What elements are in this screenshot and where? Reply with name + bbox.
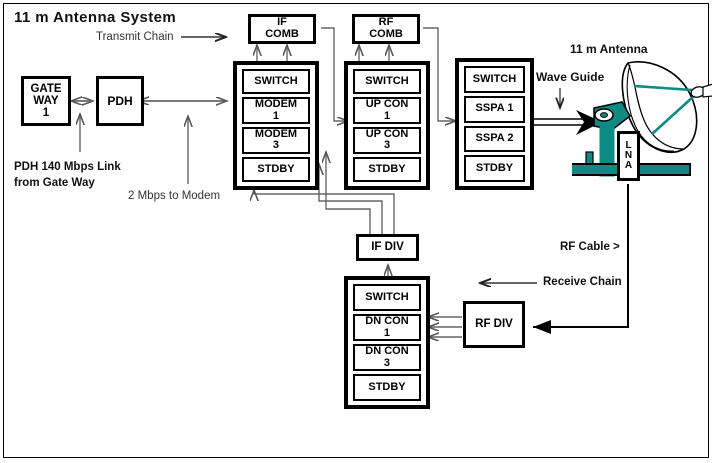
- rack-slot[interactable]: DN CON 1: [353, 314, 421, 341]
- rack-slot[interactable]: STDBY: [464, 155, 525, 182]
- transmit-chain-label: Transmit Chain: [96, 31, 174, 43]
- downconverter-rack[interactable]: SWITCH DN CON 1 DN CON 3 STDBY: [344, 276, 430, 409]
- dish-reflector: [621, 61, 698, 154]
- sspa-rack[interactable]: SWITCH SSPA 1 SSPA 2 STDBY: [455, 58, 534, 190]
- rack-slot[interactable]: SWITCH: [353, 284, 421, 311]
- lna-letter: L: [625, 139, 632, 151]
- rack-slot[interactable]: STDBY: [353, 374, 421, 401]
- rack-slot[interactable]: DN CON 3: [353, 344, 421, 371]
- receive-chain-label: Receive Chain: [543, 276, 622, 288]
- pdh-box[interactable]: PDH: [96, 76, 144, 126]
- gateway-box[interactable]: GATE WAY 1: [21, 76, 71, 126]
- rf-div-box[interactable]: RF DIV: [463, 301, 525, 348]
- upconverter-rack[interactable]: SWITCH UP CON 1 UP CON 3 STDBY: [344, 61, 430, 190]
- lna-letter: N: [624, 149, 633, 161]
- antenna-label: 11 m Antenna: [570, 42, 648, 56]
- lna-letter: A: [624, 160, 633, 172]
- rack-slot[interactable]: STDBY: [353, 156, 421, 182]
- rack-slot[interactable]: MODEM 3: [242, 127, 310, 154]
- antenna-hub: [593, 101, 631, 131]
- mbps-to-modem-label: 2 Mbps to Modem: [128, 190, 221, 202]
- rack-slot[interactable]: STDBY: [242, 156, 310, 182]
- lna-box[interactable]: L N A: [617, 131, 640, 181]
- page-title: 11 m Antenna System: [14, 9, 177, 26]
- rack-slot[interactable]: MODEM 1: [242, 97, 310, 124]
- rack-slot[interactable]: UP CON 3: [353, 127, 421, 154]
- antenna-graphic: [572, 61, 712, 186]
- rf-comb-box[interactable]: RF COMB: [352, 14, 420, 44]
- modem-rack[interactable]: SWITCH MODEM 1 MODEM 3 STDBY: [233, 61, 319, 190]
- pdh-link-label: PDH 140 Mbps Link from Gate Way: [14, 161, 121, 189]
- if-comb-box[interactable]: IF COMB: [248, 14, 316, 44]
- diagram-frame: 11 m Antenna System Transmit Chain PDH 1…: [3, 3, 712, 458]
- rack-slot[interactable]: SSPA 1: [464, 95, 525, 123]
- rack-slot[interactable]: SWITCH: [464, 66, 525, 93]
- feed-horn: [690, 83, 712, 98]
- rack-slot[interactable]: UP CON 1: [353, 97, 421, 124]
- if-div-box[interactable]: IF DIV: [356, 234, 419, 261]
- feed-struts: [633, 84, 695, 135]
- rack-slot[interactable]: SWITCH: [353, 69, 421, 95]
- rack-slot[interactable]: SWITCH: [242, 69, 310, 95]
- rack-slot[interactable]: SSPA 2: [464, 125, 525, 153]
- rf-cable-label: RF Cable >: [560, 241, 620, 253]
- diagram-canvas: 11 m Antenna System Transmit Chain PDH 1…: [4, 4, 712, 457]
- wave-guide-label: Wave Guide: [536, 70, 605, 84]
